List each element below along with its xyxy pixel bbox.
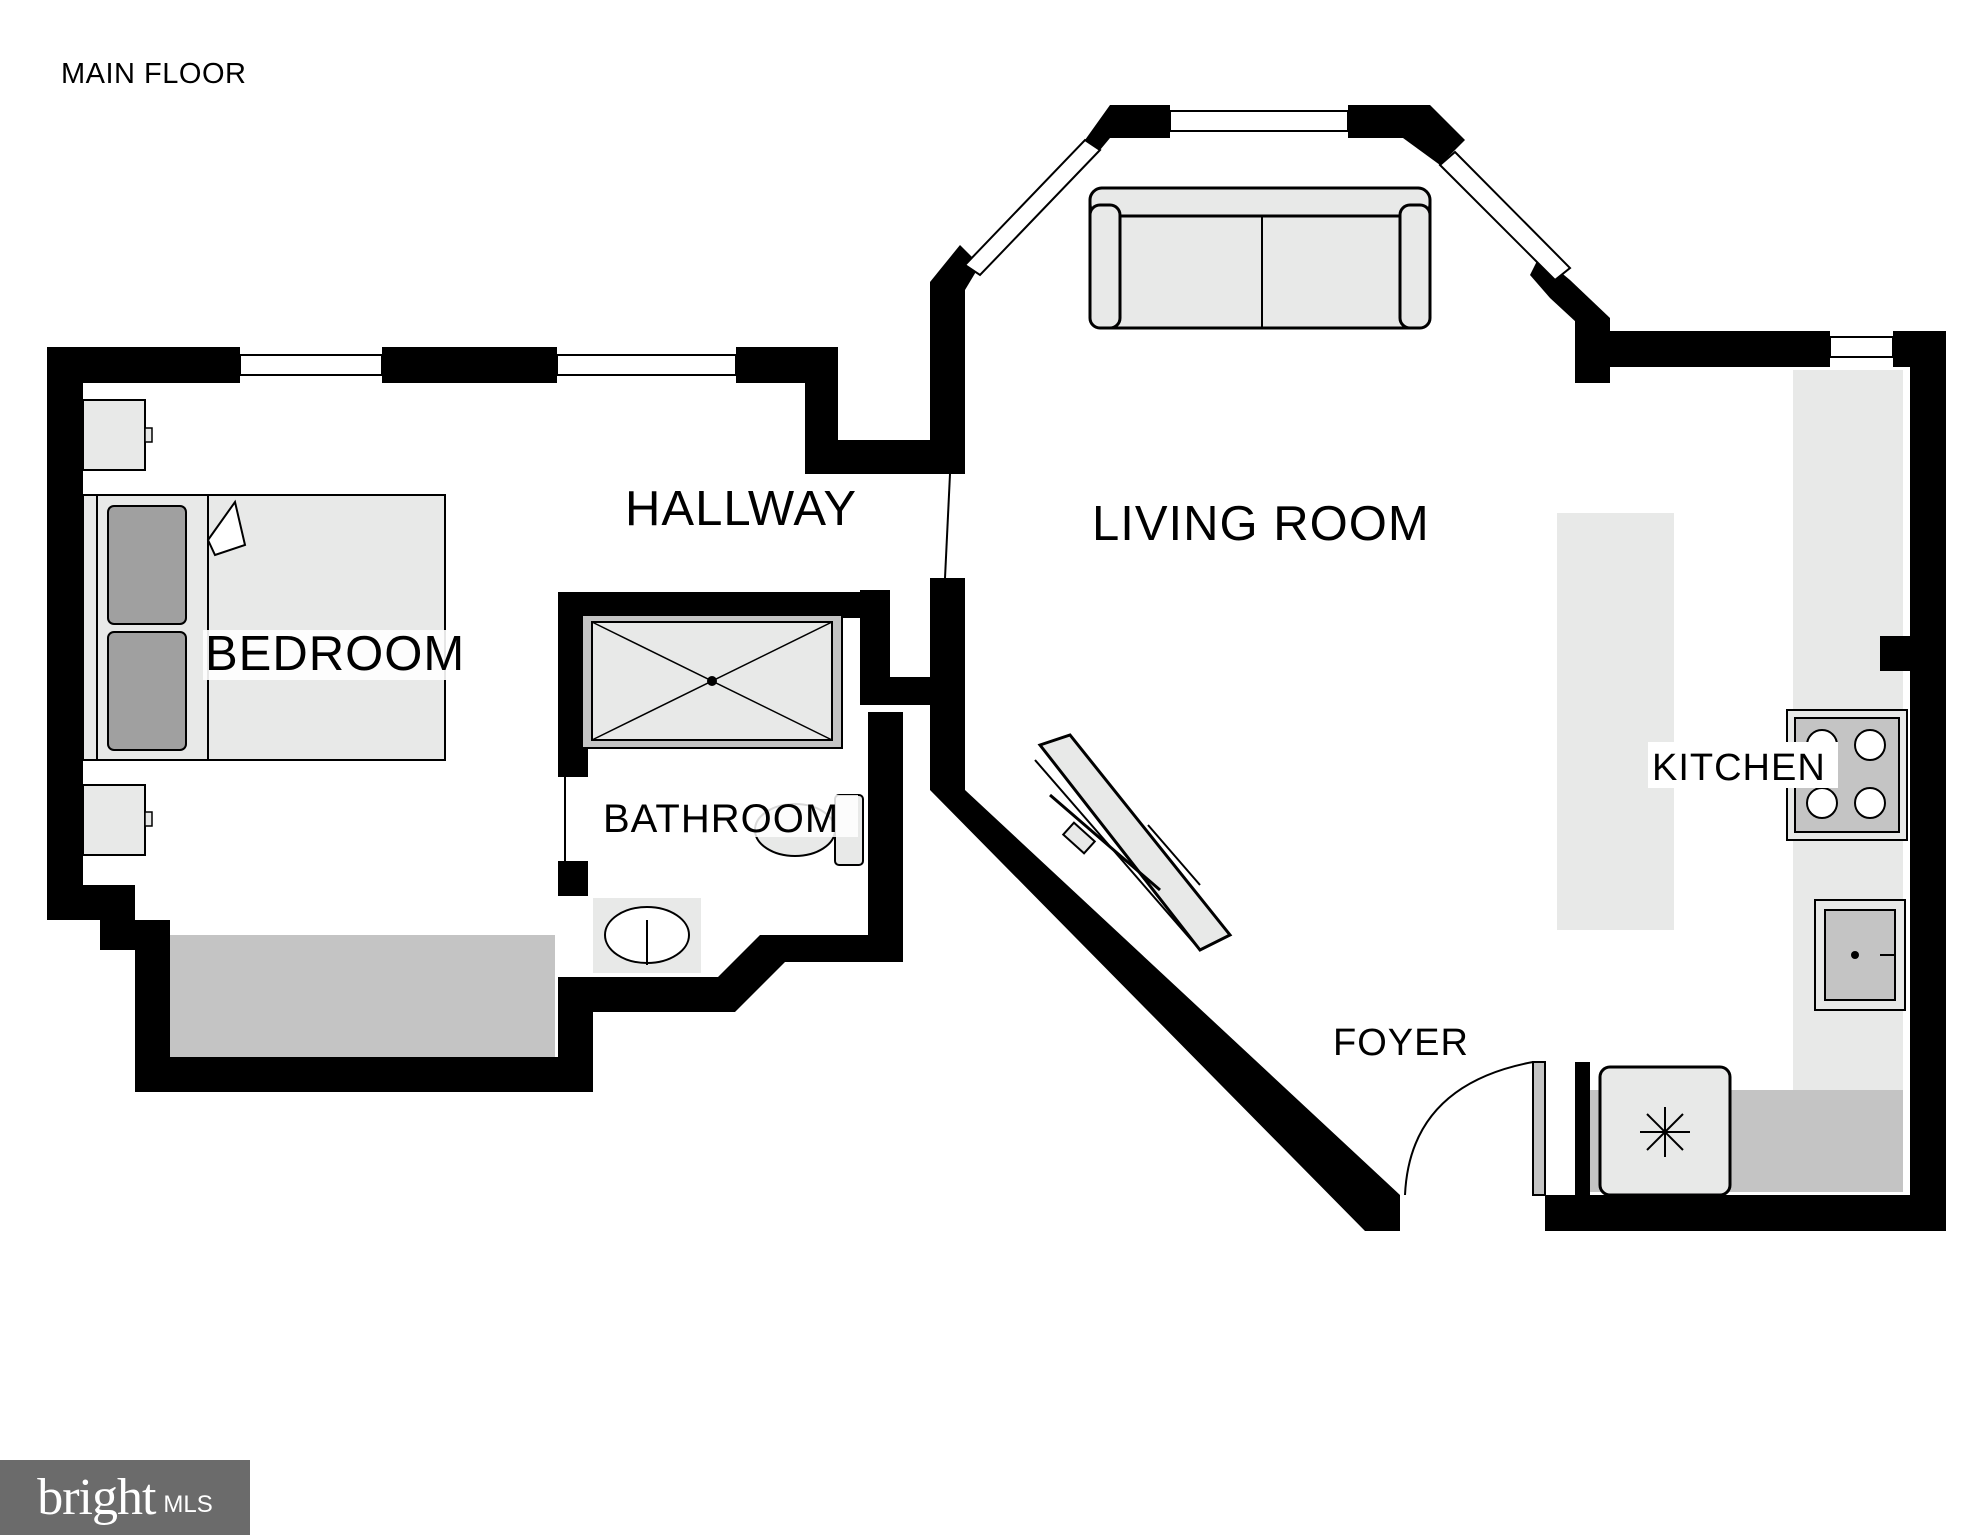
bedroom-window-1 <box>239 354 383 376</box>
bedroom-window-2 <box>556 354 737 376</box>
bedroom-label-bg <box>203 630 481 680</box>
kitchen-window <box>1829 336 1894 358</box>
living-window-top <box>1169 110 1349 132</box>
doors <box>564 473 1546 1196</box>
sofa-icon <box>1088 186 1432 330</box>
room-label-kitchen: KITCHEN <box>1652 747 1826 789</box>
room-label-living-room: LIVING ROOM <box>1092 497 1430 551</box>
watermark-brand: bright <box>37 1469 156 1526</box>
sink-icon <box>593 898 701 973</box>
nightstand-bottom <box>82 784 153 856</box>
bathroom-label-bg <box>600 795 858 837</box>
fridge-icon <box>1598 1065 1732 1197</box>
living-window-left <box>963 138 1102 277</box>
room-label-bedroom: BEDROOM <box>205 627 465 681</box>
page-title: MAIN FLOOR <box>61 58 247 90</box>
tv-stand-icon <box>1034 733 1233 952</box>
kitchen-sink-icon <box>1814 899 1906 1011</box>
shower-icon <box>581 614 843 749</box>
room-label-hallway: HALLWAY <box>625 482 857 536</box>
windows <box>239 110 1894 376</box>
kitchen-label-bg <box>1648 742 1838 788</box>
bed-icon <box>82 494 446 761</box>
nightstand-top <box>82 399 153 471</box>
bedroom-closet-area <box>170 935 555 1057</box>
room-label-bathroom: BATHROOM <box>603 797 839 841</box>
living-window-right <box>1438 150 1572 282</box>
mls-watermark: bright MLS <box>0 1460 250 1535</box>
kitchen-island <box>1557 513 1674 930</box>
walls <box>47 105 1946 1231</box>
watermark-tag: MLS <box>163 1490 213 1518</box>
door-swing-icon <box>1404 1061 1534 1196</box>
room-label-foyer: FOYER <box>1333 1022 1469 1064</box>
